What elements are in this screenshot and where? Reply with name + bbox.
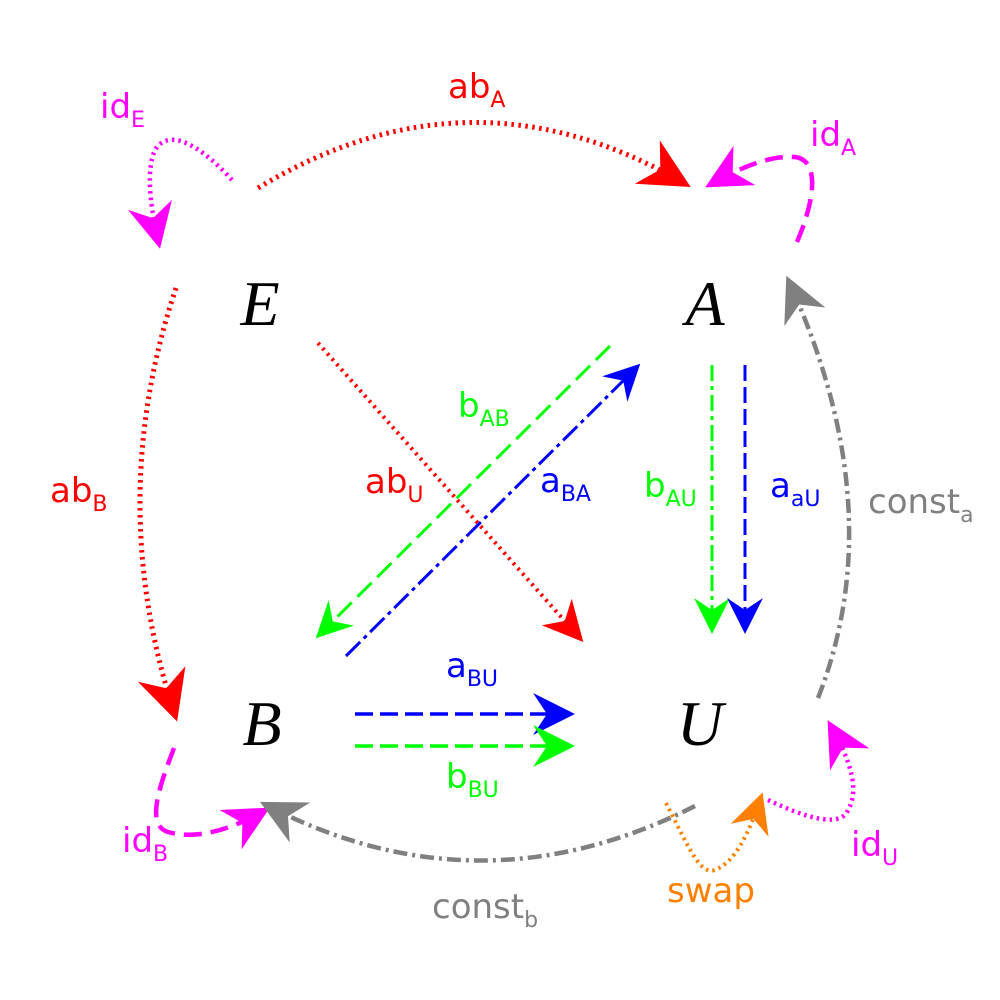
edge-swap [664,792,769,873]
edge-id-B [153,747,270,850]
node-E: E [239,268,279,339]
label-a-BU: aBU [446,646,498,692]
label-id-U: idU [851,825,898,871]
label-ab-B: abB [50,471,108,517]
label-b-BU: bBU [446,757,499,803]
edge-id-U [767,720,870,822]
label-a-BA: aBA [540,461,591,507]
label-const-b: constb [432,887,538,933]
node-U: U [677,688,727,759]
label-b-AB: bAB [458,386,510,432]
edge-b-AB [315,344,612,639]
label-ab-U: abU [365,462,424,508]
edge-id-E [128,137,234,249]
label-id-A: idA [810,115,856,161]
edge-const-b [259,801,697,863]
label-const-a: consta [868,482,974,528]
edge-ab-B [137,287,186,722]
label-swap: swap [667,871,755,911]
edge-ab-U [316,341,584,642]
edge-id-A [705,145,815,243]
node-A: A [681,268,725,339]
edge-ab-A [256,120,691,191]
label-id-E: idE [100,87,145,133]
label-a-aU: aaU [770,466,820,512]
node-B: B [242,688,281,759]
label-id-B: idB [122,821,168,867]
edge-const-a [784,275,852,699]
label-ab-A: abA [448,67,505,113]
edge-a-BA [344,363,641,658]
label-b-AU: bAU [644,466,697,512]
